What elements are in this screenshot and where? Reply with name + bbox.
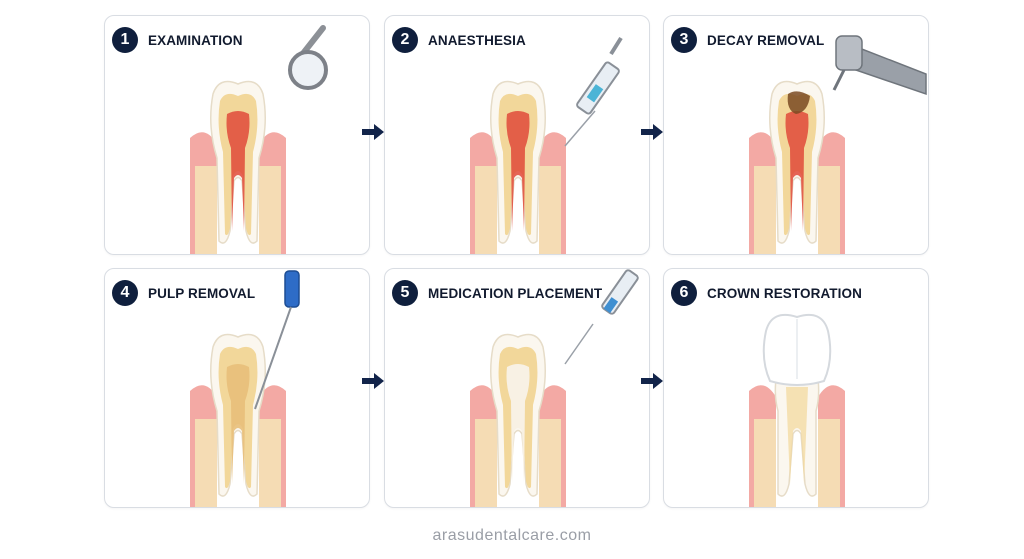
tooth-illustration xyxy=(470,333,566,507)
site-footer: arasudentalcare.com xyxy=(432,527,592,544)
step-header: 2 ANAESTHESIA xyxy=(392,27,526,53)
step-title: MEDICATION PLACEMENT xyxy=(428,285,603,301)
step-number-badge: 1 xyxy=(112,27,138,53)
tooth-illustration xyxy=(470,80,566,254)
bone-gum-base xyxy=(749,385,845,507)
step-number-badge: 3 xyxy=(671,27,697,53)
step-number-badge: 4 xyxy=(112,280,138,306)
arrow-right-icon xyxy=(362,124,384,140)
crown-icon xyxy=(762,313,832,386)
step-header: 5 MEDICATION PLACEMENT xyxy=(392,280,602,306)
step-title: DECAY REMOVAL xyxy=(707,32,825,48)
step-header: 3 DECAY REMOVAL xyxy=(671,27,824,53)
step-header: 6 CROWN RESTORATION xyxy=(671,280,862,306)
bone-gum-base xyxy=(190,132,286,254)
bone-gum-base xyxy=(470,132,566,254)
arrow-right-icon xyxy=(641,124,663,140)
step-card-5: 5 MEDICATION PLACEMENT xyxy=(384,268,650,508)
step-card-2: 2 ANAESTHESIA xyxy=(384,15,650,255)
tooth xyxy=(490,333,546,497)
tooth-illustration xyxy=(749,80,845,254)
arrow-right-icon xyxy=(362,373,384,389)
bone-gum-base xyxy=(190,385,286,507)
tooth xyxy=(210,333,266,497)
step-title: PULP REMOVAL xyxy=(148,285,256,301)
step-number-badge: 2 xyxy=(392,27,418,53)
step-header: 1 EXAMINATION xyxy=(112,27,243,53)
syringe-icon xyxy=(564,269,639,365)
step-title: EXAMINATION xyxy=(148,32,243,48)
tooth-illustration xyxy=(190,333,286,507)
step-card-4: 4 PULP REMOVAL xyxy=(104,268,370,508)
decay-area xyxy=(787,91,810,114)
step-number-badge: 5 xyxy=(392,280,418,306)
step-title: CROWN RESTORATION xyxy=(707,285,862,301)
step-card-1: 1 EXAMINATION xyxy=(104,15,370,255)
tooth-illustration xyxy=(749,378,845,507)
file-icon xyxy=(254,270,300,410)
tooth xyxy=(769,80,825,244)
step-card-3: 3 DECAY REMOVAL xyxy=(663,15,929,255)
tooth xyxy=(490,80,546,244)
bone-gum-base xyxy=(470,385,566,507)
mirror-icon xyxy=(288,25,328,90)
step-title: ANAESTHESIA xyxy=(428,32,526,48)
tooth-illustration xyxy=(190,80,286,254)
syringe-icon xyxy=(564,36,623,147)
step-number-badge: 6 xyxy=(671,280,697,306)
step-card-6: 6 CROWN RESTORATION xyxy=(663,268,929,508)
step-header: 4 PULP REMOVAL xyxy=(112,280,255,306)
tooth xyxy=(210,80,266,244)
tooth xyxy=(774,378,820,497)
bone-gum-base xyxy=(749,132,845,254)
arrow-right-icon xyxy=(641,373,663,389)
drill-icon xyxy=(832,35,927,96)
